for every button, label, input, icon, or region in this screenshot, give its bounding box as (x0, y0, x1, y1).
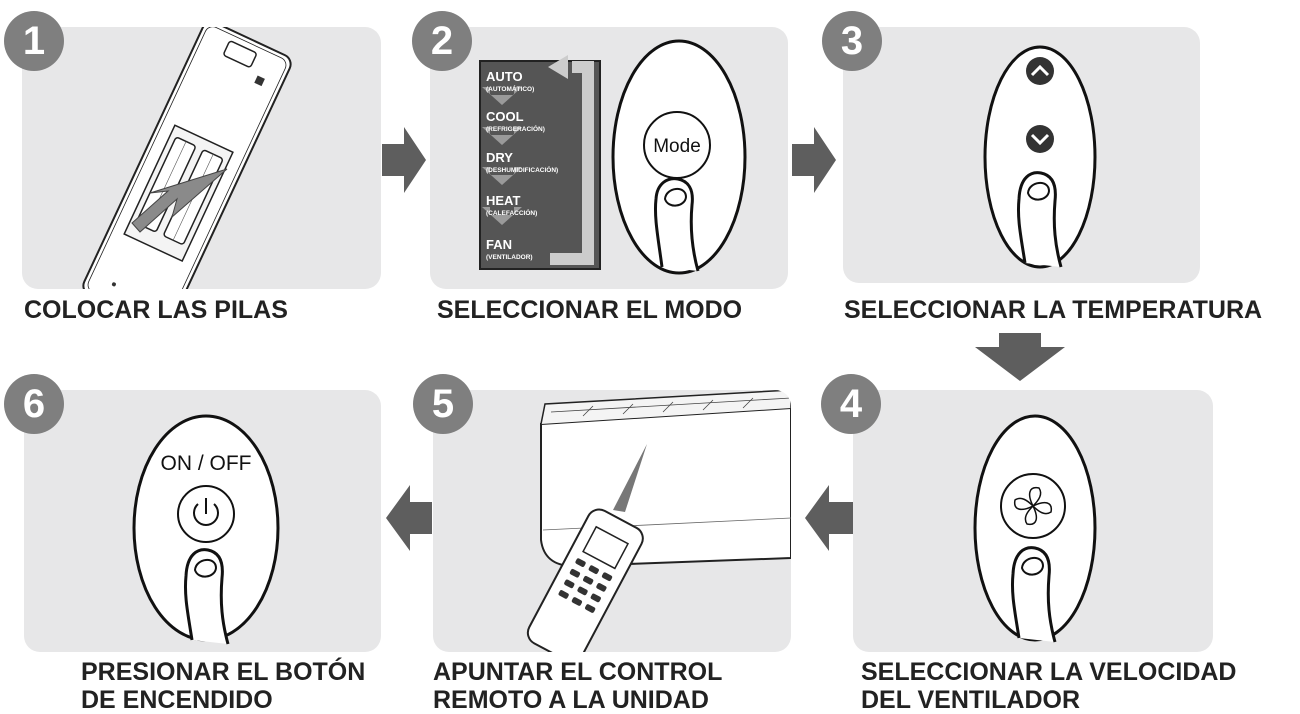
temp-up-button (1026, 57, 1054, 85)
step-3-badge: 3 (822, 11, 882, 71)
mode-cool-desc: (REFRIGERACIÓN) (486, 124, 545, 133)
finger-icon (653, 177, 700, 272)
temp-down-button (1026, 125, 1054, 153)
remote-oval (983, 45, 1097, 269)
step-1-badge: 1 (4, 11, 64, 71)
step-4-panel (853, 390, 1213, 652)
step-2-panel: AUTO (AUTOMÁTICO) COOL (REFRIGERACIÓN) D… (430, 27, 788, 289)
step-3-caption: SELECCIONAR LA TEMPERATURA (844, 296, 1263, 324)
finger-icon (1010, 546, 1057, 643)
signal-icon (613, 444, 647, 512)
step-6-badge: 6 (4, 374, 64, 434)
power-icon (193, 503, 219, 526)
fan-icon (1013, 486, 1053, 526)
finger-icon (183, 548, 230, 645)
mode-auto-desc: (AUTOMÁTICO) (486, 84, 534, 93)
arrow-right-2-to-3 (792, 127, 836, 193)
temperature-illustration (983, 45, 1097, 269)
remote-control (526, 508, 644, 652)
step-5-badge: 5 (413, 374, 473, 434)
mode-button-label: Mode (653, 136, 701, 157)
aim-remote-illustration (526, 390, 791, 652)
finger-icon (1016, 171, 1063, 268)
mode-dry-label: DRY (486, 150, 513, 165)
step-4-badge: 4 (821, 374, 881, 434)
fan-speed-illustration (973, 414, 1097, 643)
chevron-up-icon (1030, 64, 1050, 77)
arrow-left-4-to-5 (805, 485, 853, 551)
step-5-panel (433, 390, 791, 652)
onoff-label: ON / OFF (161, 452, 252, 475)
step-4-caption: SELECCIONAR LA VELOCIDAD DEL VENTILADOR (861, 658, 1237, 714)
mode-illustration: AUTO (AUTOMÁTICO) COOL (REFRIGERACIÓN) D… (479, 39, 747, 275)
chevron-down-icon (1030, 133, 1050, 146)
remote-battery-illustration (82, 27, 292, 289)
mode-heat-desc: (CALEFACCIÓN) (486, 208, 537, 217)
step-6-caption: PRESIONAR EL BOTÓN DE ENCENDIDO (81, 658, 366, 714)
step-6-panel: ON / OFF (24, 390, 381, 652)
step-3-panel (843, 27, 1200, 283)
mode-dry-desc: (DESHUMIDIFICACIÓN) (486, 165, 558, 174)
mode-fan-desc: (VENTILADOR) (486, 254, 533, 261)
arrow-down-3-to-4 (975, 333, 1065, 381)
arrow-right-1-to-2 (382, 127, 426, 193)
onoff-illustration: ON / OFF (132, 414, 280, 645)
step-2-badge: 2 (412, 11, 472, 71)
step-5-caption: APUNTAR EL CONTROL REMOTO A LA UNIDAD (433, 658, 723, 714)
step-1-caption: COLOCAR LAS PILAS (24, 296, 288, 324)
mode-heat-label: HEAT (486, 193, 520, 208)
mode-auto-label: AUTO (486, 69, 523, 84)
mode-fan-label: FAN (486, 237, 512, 252)
arrow-left-5-to-6 (386, 485, 432, 551)
step-2-caption: SELECCIONAR EL MODO (437, 296, 743, 324)
mode-cool-label: COOL (486, 109, 524, 124)
step-1-panel (22, 27, 381, 289)
